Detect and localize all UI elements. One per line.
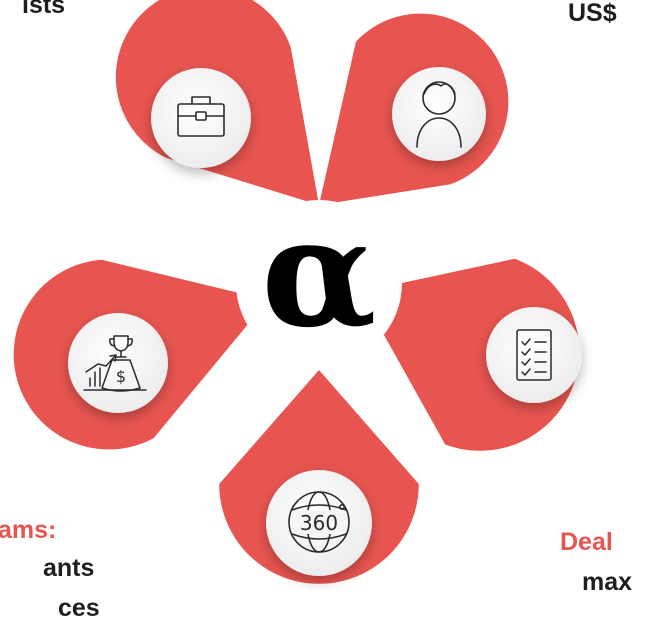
bottom-left-label-line2: ants: [43, 554, 95, 582]
checklist-disc: [486, 307, 582, 403]
alpha-symbol: α: [261, 185, 376, 361]
bottom-left-label-line1: ams:: [0, 516, 57, 544]
person-icon: [416, 81, 462, 148]
bottom-right-label-line1: Deal: [560, 528, 613, 556]
globe-360-text: 360: [300, 511, 338, 535]
briefcase-disc: [151, 68, 251, 168]
checklist-icon: [516, 329, 552, 381]
globe-360-icon: 360: [288, 491, 350, 553]
top-right-label: US$: [568, 0, 617, 27]
center-disc: [236, 200, 402, 366]
trophy-disc: $: [68, 313, 168, 413]
money-bag-dollar: $: [116, 367, 126, 386]
top-left-label: ists: [22, 0, 66, 19]
trophy-growth-money-bag-icon: $: [83, 335, 147, 392]
person-disc: [392, 67, 486, 161]
bottom-left-label-line3: ces: [58, 594, 100, 622]
briefcase-icon: [177, 96, 225, 137]
bottom-right-label-line2: max: [582, 568, 633, 596]
globe-disc: 360: [266, 470, 372, 576]
petal-checklist: [360, 258, 580, 451]
